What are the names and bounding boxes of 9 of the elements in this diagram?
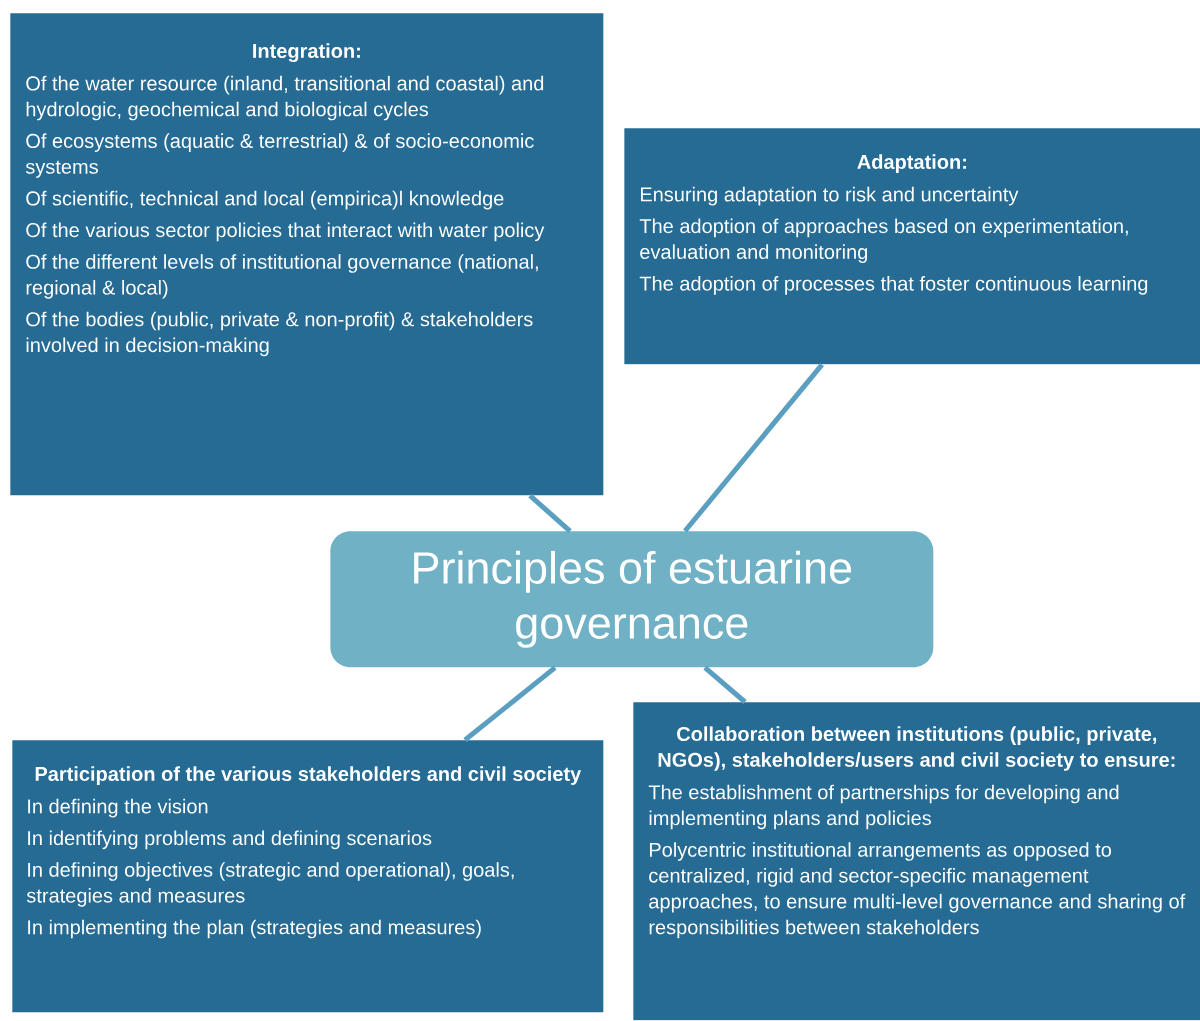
connector-line (683, 363, 824, 533)
text-box: Adaptation: Ensuring adaptation to risk and uncertainty The adoption of approaches based on experimentation, evaluation and monitoring The adoption of processes that foster continuous learning (624, 128, 1200, 365)
connector-line (703, 665, 747, 704)
text-box: Principles of estuarine governance (330, 531, 934, 668)
connector-line (463, 665, 557, 742)
text-box: Integration: Of the water resource (inland, transitional and coastal) and hydrologic, geochemical and biological cycles Of ecosystems (aquatic & terrestrial) & of socio-economic systems Of scientific, technical and local (empirica)l knowledge Of the various sector policies that interact with water policy Of the different levels of institutional governance (national, regional & local) Of the bodies (public, private & non-profit) & stakeholders involved in decision-making (10, 13, 604, 496)
text-box: Participation of the various stakeholders and civil society In defining the vision In identifying problems and defining scenarios In defining objectives (strategic and operational), goals, strategies and measures In implementing the plan (strategies and measures) (12, 740, 604, 1013)
text-box: Collaboration between institutions (public, private, NGOs), stakeholders/users and civil society to ensure: The establishment of partnerships for developing and implementing plans and policies Polycentric institutional arrangements as opposed to centralized, rigid and sector-specific management approaches, to ensure multi-level governance and sharing of responsibilities between stakeholders (633, 702, 1200, 1021)
connector-line (528, 493, 572, 533)
